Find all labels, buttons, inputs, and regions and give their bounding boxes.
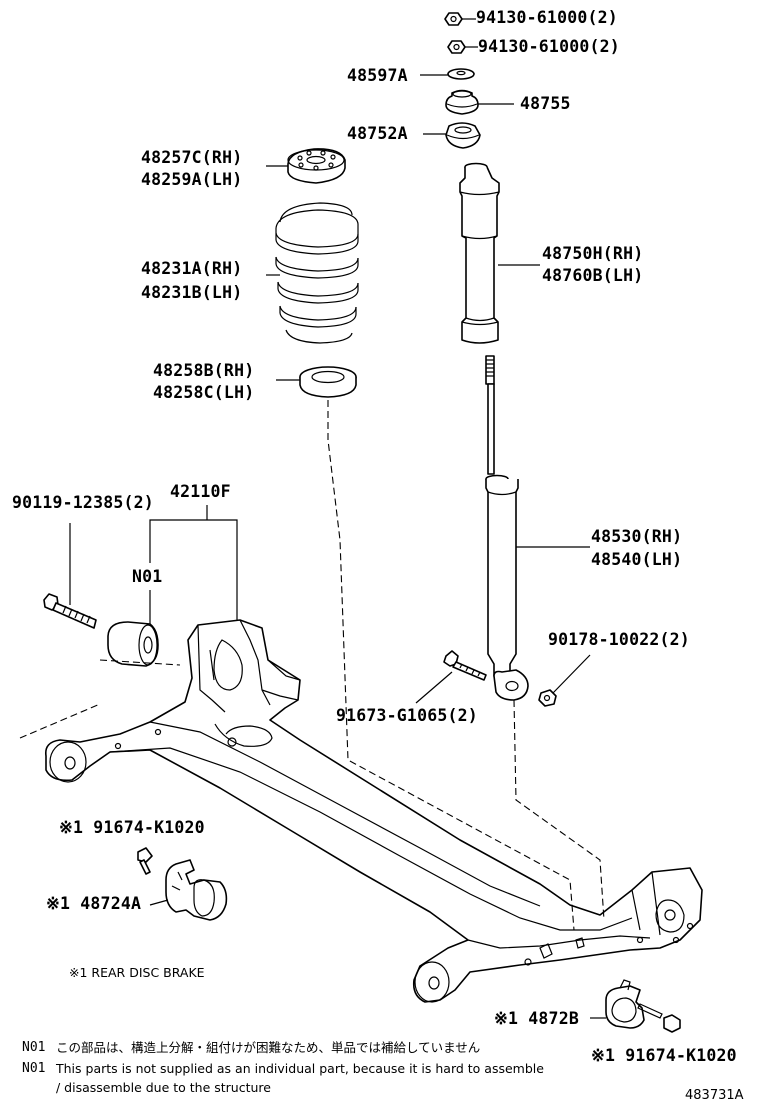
note-n01-code-en: N01 (22, 1061, 46, 1076)
dust-boot-part (459, 162, 500, 344)
label-nut-upper[interactable]: 94130-61000(2) (476, 8, 618, 27)
washer-part (447, 68, 475, 80)
label-bracket-bolt-right[interactable]: ※1 91674-K1020 (591, 1046, 737, 1065)
label-absorber-nut[interactable]: 90178-10022(2) (548, 630, 690, 649)
note-disc-brake: ※1 REAR DISC BRAKE (69, 965, 205, 980)
label-absorber-lh[interactable]: 48540(LH) (591, 550, 683, 569)
label-lower-insulator-lh[interactable]: 48258C(LH) (153, 383, 255, 402)
nut-lower-part (447, 40, 466, 54)
note-n01-jp: この部品は、構造上分解・組付けが困難なため、単品では補給していません (56, 1040, 481, 1055)
label-boot-rh[interactable]: 48750H(RH) (542, 244, 644, 263)
label-nut-lower[interactable]: 94130-61000(2) (478, 37, 620, 56)
lower-insulator-part (299, 366, 357, 398)
support-part (445, 89, 479, 115)
label-spring-rh[interactable]: 48231A(RH) (141, 259, 243, 278)
axle-beam-part (44, 619, 703, 1003)
label-absorber-bolt[interactable]: 91673-G1065(2) (336, 706, 478, 725)
label-washer[interactable]: 48597A (347, 66, 408, 85)
bracket-bolt-right-part (637, 1003, 681, 1033)
bracket-right-part (605, 979, 645, 1029)
note-n01-code-jp: N01 (22, 1040, 46, 1055)
absorber-bolt-part (443, 650, 487, 681)
label-bushing-n01[interactable]: N01 (132, 567, 163, 586)
axle-bolt-part (43, 593, 97, 629)
note-n01-en-2: / disassemble due to the structure (56, 1080, 271, 1095)
label-bolt-axle[interactable]: 90119-12385(2) (12, 493, 154, 512)
bracket-left-part (137, 847, 228, 921)
label-bracket-right[interactable]: ※1 4872B (494, 1009, 579, 1028)
label-seat[interactable]: 48752A (347, 124, 408, 143)
label-bracket-left[interactable]: ※1 48724A (46, 894, 142, 913)
upper-insulator-part (287, 148, 346, 184)
figure-id: 483731A (685, 1088, 744, 1103)
label-support[interactable]: 48755 (520, 94, 571, 113)
note-n01-en-1: This parts is not supplied as an individ… (56, 1061, 544, 1076)
bushing-part (107, 621, 159, 667)
label-upper-insulator-lh[interactable]: 48259A(LH) (141, 170, 243, 189)
label-axle-beam[interactable]: 42110F (170, 482, 231, 501)
seat-part (445, 122, 481, 149)
label-spring-lh[interactable]: 48231B(LH) (141, 283, 243, 302)
coil-spring-part (275, 202, 359, 344)
nut-upper-part (444, 12, 463, 26)
label-lower-insulator-rh[interactable]: 48258B(RH) (153, 361, 255, 380)
label-bracket-bolt-left[interactable]: ※1 91674-K1020 (59, 818, 205, 837)
label-boot-lh[interactable]: 48760B(LH) (542, 266, 644, 285)
shock-absorber-part (485, 355, 529, 701)
label-upper-insulator-rh[interactable]: 48257C(RH) (141, 148, 243, 167)
absorber-nut-part (538, 689, 557, 707)
label-absorber-rh[interactable]: 48530(RH) (591, 527, 683, 546)
